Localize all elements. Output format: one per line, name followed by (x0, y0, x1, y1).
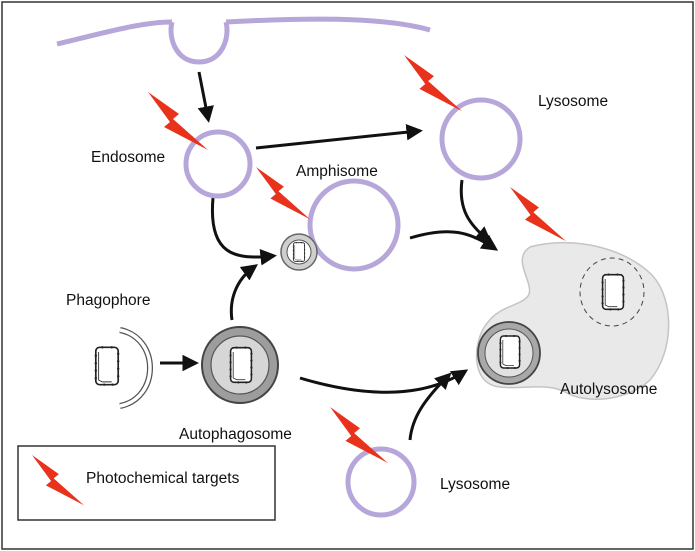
arrow-bottom-lysosome-to-autolysosome (408, 372, 452, 441)
amphisome-vesicle (307, 178, 401, 272)
label-lysosome-top: Lysosome (538, 93, 608, 110)
plasma-membrane (56, 16, 431, 47)
arrow-lysosome-to-autolysosome (459, 179, 492, 244)
label-phagophore: Phagophore (66, 292, 150, 309)
autophagosome-cargo (228, 345, 254, 385)
legend-label: Photochemical targets (86, 470, 240, 487)
label-lysosome-bottom: Lysosome (440, 476, 510, 493)
endocytic-pit (168, 21, 230, 65)
label-autolysosome: Autolysosome (560, 381, 657, 398)
phagophore (93, 327, 153, 409)
arrow-autophagosome-to-amphisome (229, 264, 259, 321)
autophagosome (201, 326, 279, 404)
legend-box (17, 445, 276, 521)
label-amphisome: Amphisome (296, 163, 378, 180)
autolysosome-autophagosome (477, 321, 541, 385)
arrow-endosome-to-amphisome (210, 197, 277, 266)
label-endosome: Endosome (91, 149, 165, 166)
arrow-pit-to-endosome (197, 71, 214, 123)
lysosome-top (439, 97, 523, 181)
arrow-amphisome-to-autolysosome (409, 230, 499, 251)
label-autophagosome: Autophagosome (179, 426, 292, 443)
degrading-cargo (579, 257, 645, 327)
endosome (183, 129, 253, 199)
legend: Photochemical targets (17, 445, 276, 521)
lysosome-bottom (345, 446, 417, 518)
phagophore-cargo (93, 345, 121, 387)
amphisome-autophagosome-part (280, 233, 318, 271)
arrow-endosome-to-lysosome (255, 124, 423, 150)
